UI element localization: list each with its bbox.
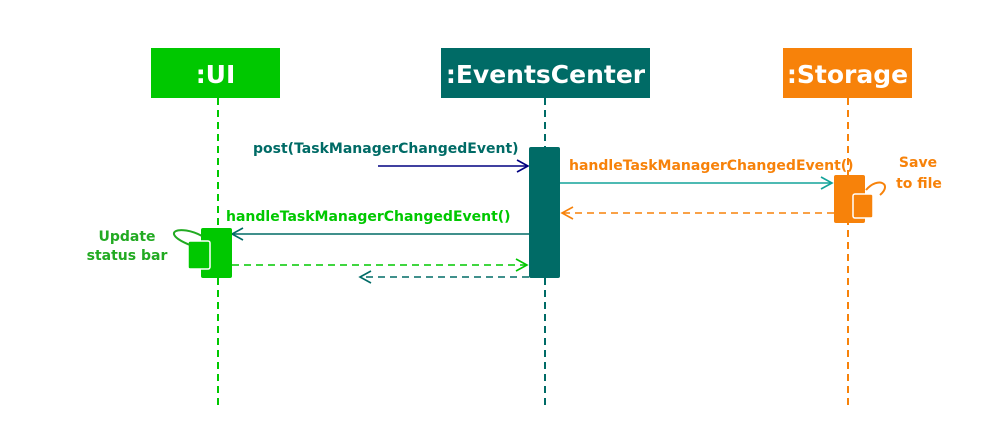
ui-self-activation — [187, 240, 211, 270]
storage-call-label: handleTaskManagerChangedEvent() — [569, 158, 854, 174]
events-participant-label: :EventsCenter — [446, 60, 646, 89]
events-activation-bar — [529, 147, 560, 278]
ui-participant: :UI — [151, 48, 280, 98]
update-note-line1: Update — [98, 229, 155, 245]
save-note-line2: to file — [896, 176, 942, 192]
update-note-line2: status bar — [87, 248, 168, 264]
storage-self-activation — [852, 193, 874, 219]
events-participant: :EventsCenter — [441, 48, 650, 98]
ui-participant-label: :UI — [196, 60, 236, 89]
storage-participant: :Storage — [783, 48, 912, 98]
save-note-line1: Save — [899, 155, 937, 171]
post-message-label: post(TaskManagerChangedEvent) — [253, 141, 519, 157]
storage-self-call-arrow — [865, 181, 886, 196]
storage-participant-label: :Storage — [787, 60, 908, 89]
ui-self-call-arrow — [173, 229, 203, 246]
ui-call-label: handleTaskManagerChangedEvent() — [226, 209, 511, 225]
